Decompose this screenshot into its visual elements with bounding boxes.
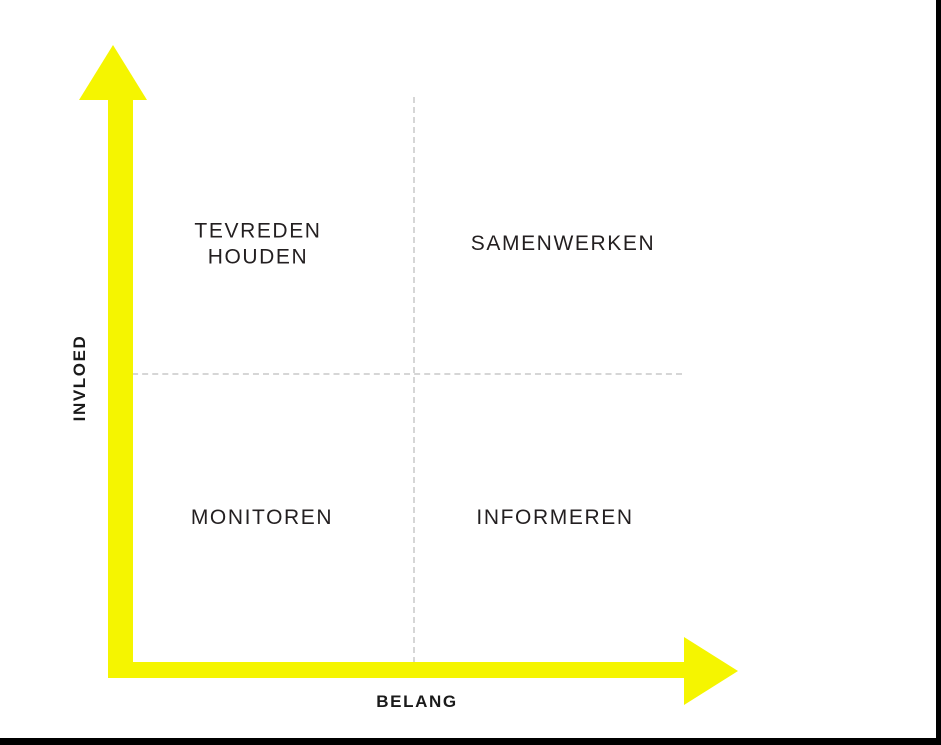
x-axis-bar xyxy=(108,662,686,678)
quadrant-divider-horizontal xyxy=(122,373,682,375)
arrow-up-icon xyxy=(79,45,147,100)
page-edge-bottom xyxy=(0,738,941,745)
quadrant-divider-vertical xyxy=(413,97,415,663)
x-axis-label: BELANG xyxy=(376,692,458,711)
arrow-right-icon xyxy=(684,637,738,705)
page-edge-right xyxy=(936,0,941,745)
y-axis-label: INVLOED xyxy=(70,334,89,422)
quadrant-label-monitoren: MONITOREN xyxy=(190,506,334,530)
quadrant-label-samenwerken: SAMENWERKEN xyxy=(470,232,656,256)
quadrant-label-tevreden-houden: TEVREDEN HOUDEN xyxy=(194,219,322,268)
quadrant-label-informeren: INFORMEREN xyxy=(476,506,634,530)
y-axis-bar xyxy=(108,99,133,678)
